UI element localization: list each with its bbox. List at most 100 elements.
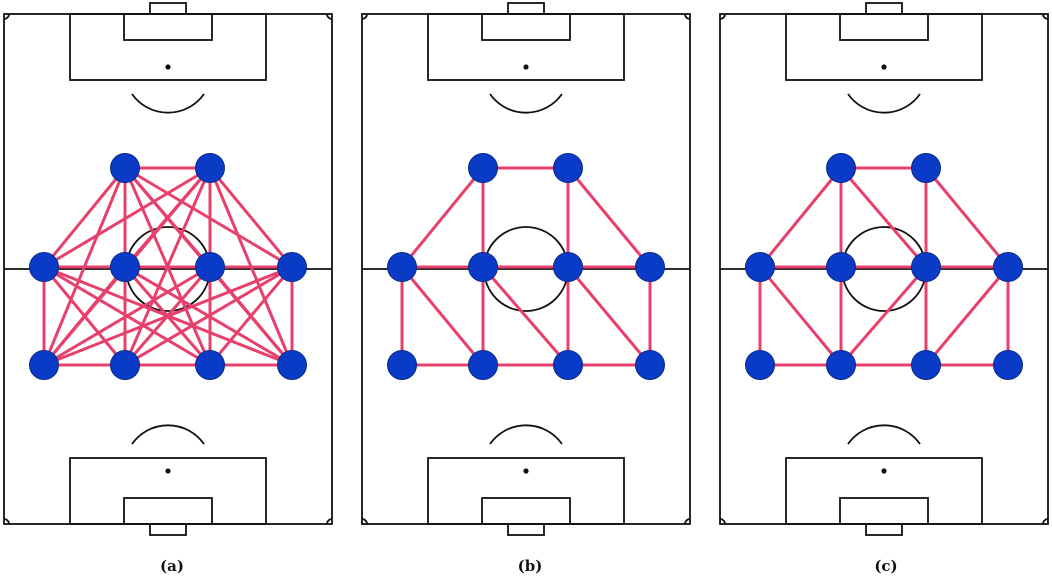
corner-arc — [719, 518, 726, 525]
pitch-markings — [719, 2, 1049, 536]
bottom-goal-area — [481, 497, 571, 525]
top-penalty-arc — [489, 93, 563, 114]
network-edge — [481, 265, 570, 367]
bottom-goal — [865, 523, 903, 536]
bottom-penalty-spot — [881, 468, 887, 474]
top-penalty-arc — [847, 93, 921, 114]
top-goal-area — [123, 13, 213, 41]
top-penalty-area — [427, 13, 625, 81]
pitch-panel-b: (b) — [361, 2, 691, 575]
network-edge — [758, 166, 843, 269]
top-goal — [149, 2, 187, 15]
network-edge — [123, 265, 294, 367]
corner-arc — [684, 13, 691, 20]
player-node — [826, 252, 856, 282]
corner-arc — [684, 518, 691, 525]
corner-arc — [3, 13, 10, 20]
player-node — [745, 350, 775, 380]
top-penalty-spot — [165, 64, 171, 70]
network-edge — [566, 265, 652, 367]
player-node — [110, 252, 140, 282]
bottom-goal — [507, 523, 545, 536]
pitch-panel-a: (a) — [3, 2, 333, 575]
player-node — [195, 252, 225, 282]
player-node — [387, 252, 417, 282]
corner-arc — [326, 13, 333, 20]
corner-arc — [326, 518, 333, 525]
bottom-penalty-arc — [489, 424, 563, 445]
player-node — [110, 350, 140, 380]
player-node — [29, 252, 59, 282]
panel-caption: (b) — [518, 557, 543, 575]
player-node — [993, 350, 1023, 380]
network-edge — [400, 166, 485, 269]
top-goal-area — [839, 13, 929, 41]
network-edge — [42, 166, 127, 269]
corner-arc — [719, 13, 726, 20]
panel-caption: (a) — [160, 557, 184, 575]
network-edge — [839, 166, 928, 269]
top-penalty-spot — [881, 64, 887, 70]
player-node — [635, 252, 665, 282]
top-penalty-area — [785, 13, 983, 81]
network-edge — [208, 265, 294, 367]
network-nodes — [745, 153, 1023, 380]
player-node — [911, 350, 941, 380]
network-edge — [42, 265, 212, 367]
network-edge — [400, 265, 485, 367]
network-edge — [924, 166, 1010, 269]
bottom-goal-area — [123, 497, 213, 525]
player-node — [911, 252, 941, 282]
network-edges — [400, 166, 652, 367]
network-edge — [208, 166, 294, 269]
player-node — [110, 153, 140, 183]
player-node — [277, 350, 307, 380]
network-edge — [566, 166, 652, 269]
network-edge — [924, 265, 1010, 367]
network-edge — [42, 166, 212, 269]
top-penalty-area — [69, 13, 267, 81]
top-goal-area — [481, 13, 571, 41]
bottom-penalty-spot — [165, 468, 171, 474]
player-node — [635, 350, 665, 380]
player-node — [911, 153, 941, 183]
top-penalty-arc — [131, 93, 205, 114]
player-node — [553, 350, 583, 380]
player-node — [277, 252, 307, 282]
network-edge — [758, 265, 843, 367]
network-edges — [758, 166, 1010, 367]
player-node — [745, 252, 775, 282]
bottom-goal-area — [839, 497, 929, 525]
corner-arc — [361, 13, 368, 20]
bottom-penalty-area — [785, 457, 983, 525]
top-goal — [865, 2, 903, 15]
corner-arc — [361, 518, 368, 525]
bottom-penalty-area — [69, 457, 267, 525]
corner-arc — [3, 518, 10, 525]
network-edge — [42, 265, 127, 367]
bottom-penalty-spot — [523, 468, 529, 474]
bottom-penalty-arc — [847, 424, 921, 445]
player-node — [826, 350, 856, 380]
player-node — [29, 350, 59, 380]
player-node — [468, 153, 498, 183]
bottom-penalty-area — [427, 457, 625, 525]
corner-arc — [1042, 518, 1049, 525]
pitch-panel-c: (c) — [719, 2, 1049, 575]
player-node — [195, 153, 225, 183]
network-nodes — [29, 153, 307, 380]
network-edge — [42, 265, 294, 367]
player-node — [826, 153, 856, 183]
player-node — [468, 252, 498, 282]
player-node — [468, 350, 498, 380]
network-nodes — [387, 153, 665, 380]
corner-arc — [1042, 13, 1049, 20]
bottom-penalty-arc — [131, 424, 205, 445]
network-edges — [42, 166, 294, 367]
player-node — [993, 252, 1023, 282]
player-node — [553, 252, 583, 282]
panel-caption: (c) — [874, 557, 897, 575]
player-node — [553, 153, 583, 183]
player-node — [195, 350, 225, 380]
top-goal — [507, 2, 545, 15]
